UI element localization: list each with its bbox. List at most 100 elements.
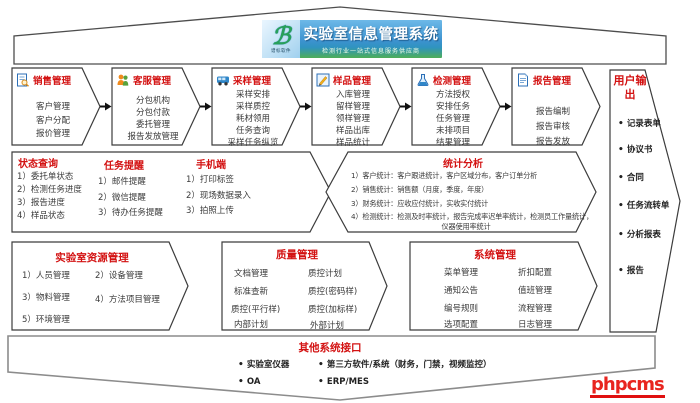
- mobile-title: 手机端: [196, 160, 226, 171]
- process-item: 采样质控: [235, 102, 270, 112]
- logo-caption: 谱标软件: [271, 49, 291, 54]
- process-title: 样品管理: [333, 76, 372, 87]
- process-items: 报告编制 报告审核 报告发放: [513, 105, 593, 150]
- task-reminder-title: 任务提醒: [104, 161, 144, 172]
- lab-resource-item: 1）人员管理: [22, 271, 70, 281]
- statistics-line: 2）销售统计：销售额（月度，季度，年度）: [351, 185, 489, 194]
- quality-title: 质量管理: [276, 249, 318, 261]
- process-title: 检测管理: [433, 76, 472, 87]
- lab-resource-item: 5）环境管理: [22, 315, 70, 325]
- logo-b-icon: ℬ: [271, 21, 291, 50]
- process-item: 报告发放管理: [127, 132, 179, 142]
- interface-item: 实验室仪器: [238, 358, 290, 370]
- system-title: 实验室信息管理系统: [303, 27, 439, 43]
- mobile-item: 2）现场数据录入: [186, 191, 251, 201]
- status-query-title: 状态查询: [18, 159, 58, 170]
- process-items: 采样安排 采样质控 耗材领用 任务查询 采样任务纵览: [213, 89, 293, 149]
- user-output-item: 报告: [618, 264, 644, 276]
- lab-resource-item: 2）设备管理: [95, 271, 143, 281]
- process-item: 样品统计: [335, 138, 370, 148]
- process-box-sample: 样品管理 入库管理 留样管理 领样管理 样品出库 样品统计: [312, 68, 400, 148]
- company-logo: ℬ 谱标软件: [262, 20, 300, 58]
- status-task-mobile-box-shape: [11, 151, 332, 233]
- process-items: 方法授权 安排任务 任务管理 未排项目 结果管理: [413, 89, 493, 149]
- system-item: 折扣配置: [518, 268, 553, 278]
- sample-pencil-icon: [316, 73, 330, 87]
- lab-resource-box-shape: [11, 241, 189, 331]
- sampling-vehicle-icon: [217, 76, 229, 86]
- statistics-line: 1）客户统计：客户跟进统计，客户区域分布，客户订单分析: [351, 171, 538, 180]
- process-item: 报价管理: [35, 129, 70, 139]
- quality-item: 质控计划: [308, 269, 343, 279]
- flow-arrow-icon: [100, 102, 512, 111]
- process-items: 入库管理 留样管理 领样管理 样品出库 样品统计: [313, 89, 393, 149]
- lab-resource-item: 3）物料管理: [22, 293, 70, 303]
- process-item: 分包付款: [135, 108, 170, 118]
- customer-service-box-shape: [111, 67, 201, 146]
- process-item: 报告发放: [535, 137, 570, 147]
- process-item: 报告编制: [535, 107, 570, 117]
- system-item: 编号规则: [444, 304, 479, 314]
- process-item: 委托管理: [135, 120, 170, 130]
- test-flask-icon: [417, 74, 429, 86]
- banner-text: 实验室信息管理系统 检测行业一站式信息服务供应商: [300, 20, 442, 58]
- user-output-item: 合同: [618, 171, 644, 183]
- status-query-item: 2）检测任务进度: [17, 185, 82, 195]
- process-item: 样品出库: [335, 126, 370, 136]
- status-query-item: 3）报告进度: [17, 198, 65, 208]
- statistics-line: 4）检测统计：检测及时率统计，报告完成率迟单率统计，检测员工作量统计，: [351, 212, 593, 221]
- process-item: 报告审核: [535, 122, 570, 132]
- process-item: 耗材领用: [235, 114, 270, 124]
- quality-item: 质控(密码样): [308, 287, 358, 297]
- system-subtitle: 检测行业一站式信息服务供应商: [321, 48, 420, 55]
- report-box-shape: [511, 67, 601, 146]
- quality-item: 标准查新: [234, 287, 269, 297]
- quality-box-shape: [221, 241, 388, 331]
- banner: ℬ 谱标软件 实验室信息管理系统 检测行业一站式信息服务供应商: [262, 20, 442, 58]
- process-items: 分包机构 分包付款 委托管理 报告发放管理: [113, 95, 193, 143]
- system-item: 流程管理: [518, 304, 553, 314]
- other-interfaces-title: 其他系统接口: [298, 342, 362, 354]
- task-reminder-item: 2）微信提醒: [98, 193, 146, 203]
- lab-resource-item: 4）方法项目管理: [95, 295, 160, 305]
- process-item: 入库管理: [335, 90, 370, 100]
- user-output-item: 分析报表: [618, 228, 661, 240]
- process-item: 未排项目: [435, 126, 470, 136]
- interface-item: 第三方软件/系统（财务，门禁，视频监控）: [318, 358, 492, 370]
- process-title: 销售管理: [33, 76, 72, 87]
- quality-item: 外部计划: [310, 321, 345, 331]
- process-items: 客户管理 客户分配 报价管理: [13, 101, 93, 142]
- process-box-testing: 检测管理 方法授权 安排任务 任务管理 未排项目 结果管理: [412, 68, 500, 148]
- sales-box-shape: [11, 67, 101, 146]
- process-box-sales: 销售管理 客户管理 客户分配 报价管理: [12, 68, 100, 145]
- phpcms-watermark: phpcms: [590, 375, 665, 398]
- testing-box-shape: [411, 67, 501, 146]
- lab-resource-title: 实验室资源管理: [55, 252, 129, 264]
- statistics-line: 3）财务统计：应收应付统计，实收实付统计: [351, 199, 489, 208]
- sample-box-shape: [311, 67, 401, 146]
- process-item: 安排任务: [435, 102, 470, 112]
- process-item: 留样管理: [335, 102, 370, 112]
- system-item: 值班管理: [518, 286, 553, 296]
- system-item: 日志管理: [518, 320, 553, 330]
- process-item: 分包机构: [135, 96, 170, 106]
- process-item: 领样管理: [335, 114, 370, 124]
- process-box-customer-service: 客服管理 分包机构 分包付款 委托管理 报告发放管理: [112, 68, 200, 145]
- user-output-item: 任务流转单: [618, 199, 670, 211]
- quality-item: 内部计划: [234, 320, 269, 330]
- process-item: 任务管理: [435, 114, 470, 124]
- status-query-item: 1）委托单状态: [17, 172, 74, 182]
- process-title: 报告管理: [533, 76, 572, 87]
- system-item: 菜单管理: [444, 268, 479, 278]
- quality-item: 文档管理: [234, 269, 269, 279]
- sales-doc-icon: [17, 73, 29, 87]
- user-output-item: 协议书: [618, 143, 653, 155]
- task-reminder-item: 1）邮件提醒: [98, 177, 146, 187]
- process-item: 采样安排: [235, 90, 270, 100]
- process-item: 方法授权: [435, 90, 470, 100]
- statistics-title: 统计分析: [443, 159, 483, 170]
- interface-item: ERP/MES: [318, 377, 369, 387]
- process-item: 任务查询: [235, 126, 270, 136]
